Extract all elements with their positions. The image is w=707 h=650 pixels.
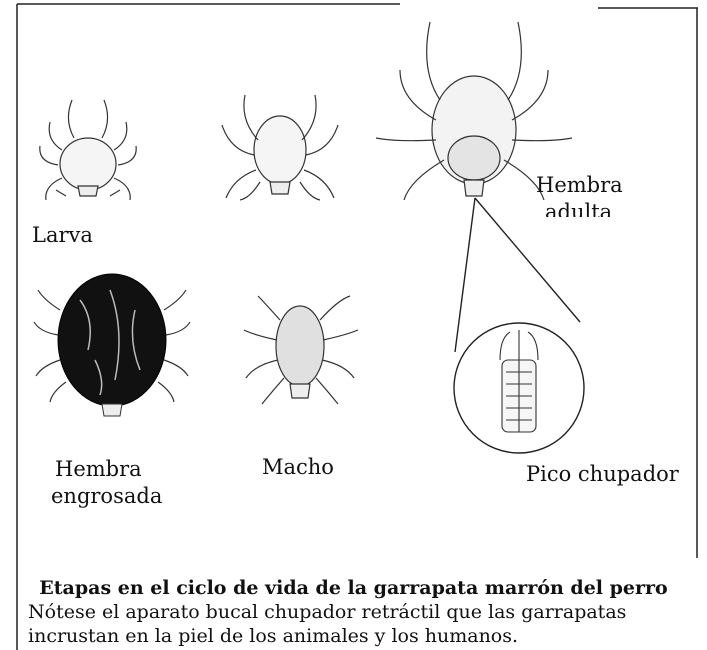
mouthparts-illustration	[499, 330, 539, 433]
adult-female-tick-illustration	[375, 21, 573, 201]
label-male: Macho	[262, 455, 334, 479]
frame-border	[16, 3, 698, 650]
caption-line-1: Nótese el aparato bucal chupador retráct…	[28, 601, 627, 623]
nymph-tick-illustration	[221, 94, 339, 201]
label-female-adult-line1: Hembra	[536, 173, 623, 197]
male-tick-illustration	[243, 295, 359, 405]
label-engorged-line1: Hembra	[55, 457, 142, 481]
label-mouthparts: Pico chupador	[526, 462, 679, 486]
label-larva: Larva	[32, 223, 93, 247]
caption-title: Etapas en el ciclo de vida de la garrapa…	[39, 577, 668, 599]
label-female-adult-line2: adulta	[545, 200, 613, 217]
larva-tick-illustration	[39, 99, 137, 201]
caption-line-2: incrustan en la piel de los animales y l…	[28, 625, 519, 647]
caption-body: Nótese el aparato bucal chupador retráct…	[28, 600, 700, 648]
engorged-female-tick-illustration	[33, 273, 191, 417]
label-engorged-line2: engrosada	[51, 484, 163, 508]
